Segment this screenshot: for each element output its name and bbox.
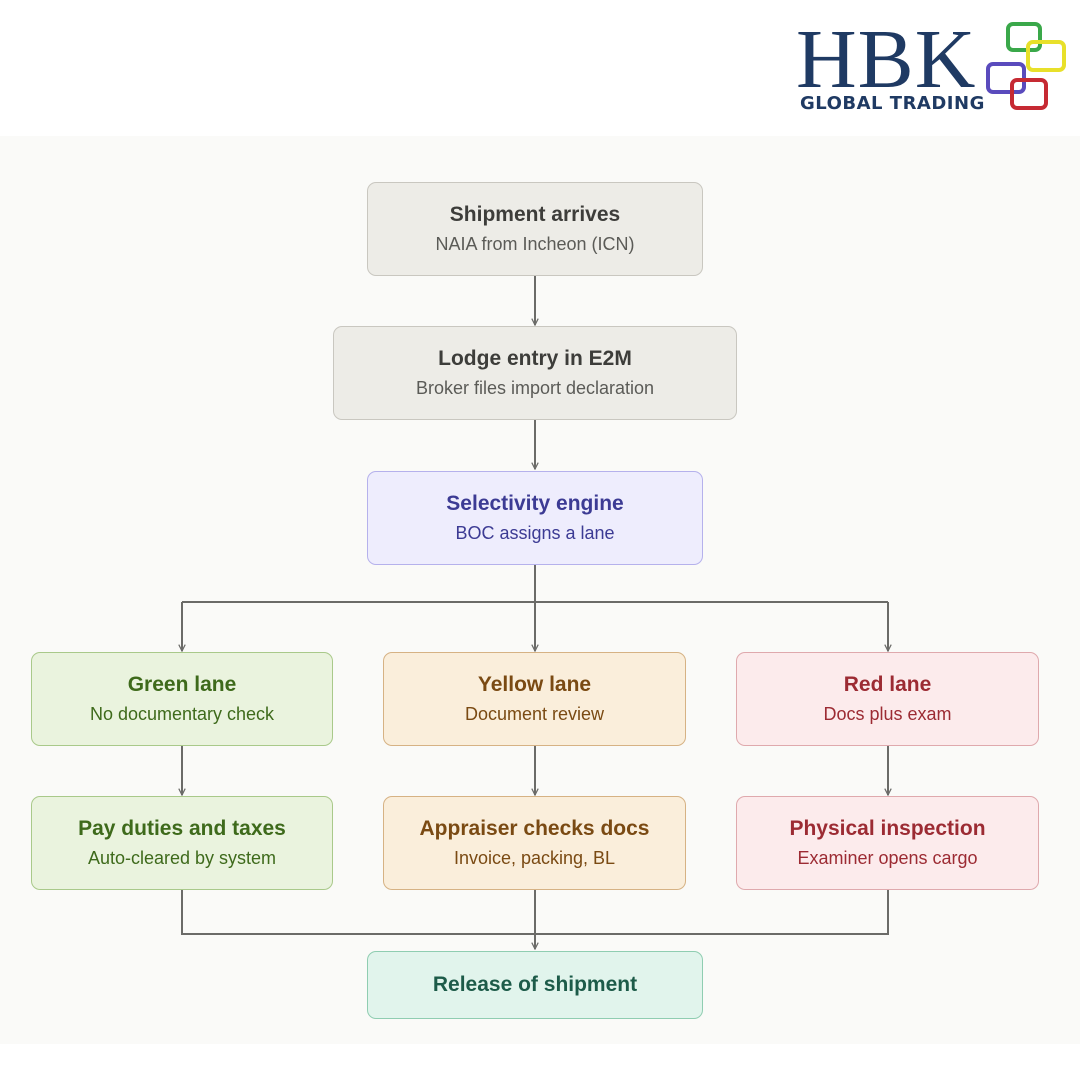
step-title: Physical inspection [789, 817, 986, 840]
step-title: Pay duties and taxes [78, 817, 286, 840]
step-physical-inspection: Physical inspection Examiner opens cargo [736, 796, 1039, 890]
lane-subtitle: No documentary check [89, 704, 275, 724]
lane-green: Green lane No documentary check [31, 652, 333, 746]
step-subtitle: Broker files import declaration [415, 378, 655, 398]
step-release: Release of shipment [367, 951, 703, 1019]
lane-red: Red lane Docs plus exam [736, 652, 1039, 746]
lane-subtitle: Docs plus exam [823, 704, 952, 724]
company-logo: HBK GLOBAL TRADING [790, 14, 1070, 124]
flowchart-panel: Shipment arrives NAIA from Incheon (ICN)… [0, 136, 1080, 1044]
step-subtitle: Invoice, packing, BL [453, 848, 616, 868]
flow-connectors [0, 276, 1080, 1044]
step-lodge-entry: Lodge entry in E2M Broker files import d… [333, 326, 737, 420]
logo-wordmark: HBK [796, 13, 977, 106]
step-title: Appraiser checks docs [419, 817, 650, 840]
step-pay-duties: Pay duties and taxes Auto-cleared by sys… [31, 796, 333, 890]
step-title: Shipment arrives [449, 203, 621, 226]
step-subtitle: NAIA from Incheon (ICN) [435, 234, 635, 254]
lane-yellow: Yellow lane Document review [383, 652, 686, 746]
step-appraiser-checks: Appraiser checks docs Invoice, packing, … [383, 796, 686, 890]
lane-subtitle: Document review [464, 704, 605, 724]
step-subtitle: Auto-cleared by system [87, 848, 277, 868]
lane-title: Yellow lane [477, 673, 592, 696]
step-shipment-arrives: Shipment arrives NAIA from Incheon (ICN) [367, 182, 703, 276]
step-title: Lodge entry in E2M [438, 347, 632, 370]
step-subtitle: BOC assigns a lane [455, 523, 615, 543]
logo-tagline: GLOBAL TRADING [800, 93, 985, 114]
lane-title: Green lane [127, 673, 237, 696]
step-subtitle: Examiner opens cargo [797, 848, 978, 868]
step-title: Release of shipment [432, 973, 638, 996]
step-selectivity-engine: Selectivity engine BOC assigns a lane [367, 471, 703, 565]
logo-squares-icon [986, 22, 1066, 110]
step-title: Selectivity engine [446, 492, 624, 515]
lane-title: Red lane [843, 673, 932, 696]
